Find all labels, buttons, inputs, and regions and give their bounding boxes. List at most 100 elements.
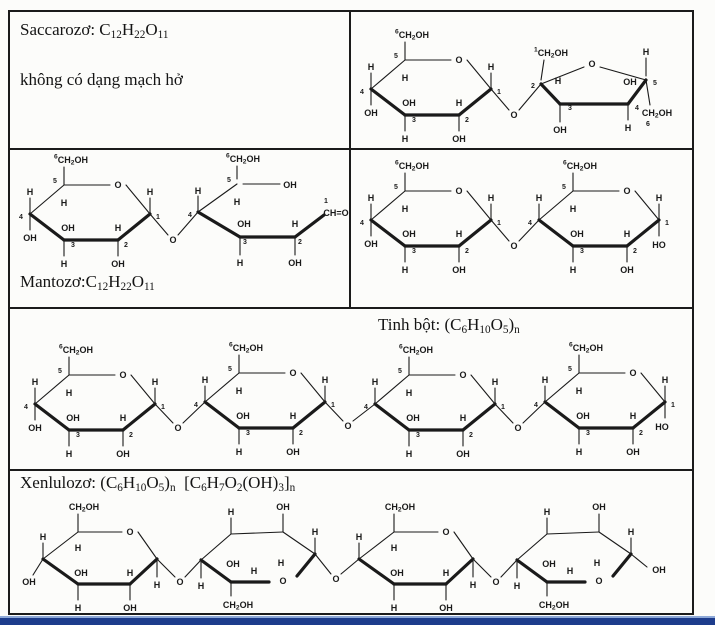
- svg-text:H: H: [292, 219, 299, 229]
- svg-text:H: H: [656, 193, 663, 203]
- svg-text:4: 4: [528, 220, 532, 227]
- svg-text:OH: OH: [620, 265, 634, 275]
- bottom-bar-highlight: [0, 616, 715, 618]
- svg-text:O: O: [492, 577, 499, 587]
- svg-text:OH: OH: [623, 77, 637, 87]
- svg-text:HO: HO: [652, 240, 666, 250]
- svg-text:O: O: [510, 110, 517, 120]
- svg-text:OH: OH: [74, 568, 88, 578]
- svg-text:H: H: [152, 377, 159, 387]
- column-divider-line: [349, 12, 351, 307]
- svg-text:3: 3: [71, 242, 75, 249]
- svg-text:OH: OH: [236, 411, 250, 421]
- svg-text:5: 5: [58, 368, 62, 375]
- bottom-bar: [0, 618, 715, 625]
- xenlulozo-formula-title: Xenlulozơ: (C6H10O5)n [C6H7O2(OH)3]n: [20, 473, 296, 495]
- svg-text:H: H: [61, 198, 68, 208]
- svg-text:6CH2OH: 6CH2OH: [59, 343, 93, 356]
- svg-text:OH: OH: [286, 447, 300, 457]
- svg-text:1: 1: [324, 198, 328, 205]
- svg-text:H: H: [630, 411, 637, 421]
- svg-text:O: O: [344, 421, 351, 431]
- svg-text:O: O: [279, 576, 286, 586]
- svg-text:O: O: [514, 423, 521, 433]
- svg-text:2: 2: [639, 430, 643, 437]
- svg-text:6CH2OH: 6CH2OH: [395, 28, 429, 41]
- svg-text:OH: OH: [61, 223, 75, 233]
- svg-text:4: 4: [188, 212, 192, 219]
- starch-polymer-diagram: O6CH2OH5HH4OHOH3HH2OHH1OO6CH2OH5HH4OH3HH…: [24, 341, 675, 459]
- svg-text:5: 5: [227, 177, 231, 184]
- svg-text:OH: OH: [237, 219, 251, 229]
- svg-text:H: H: [470, 580, 477, 590]
- svg-text:4: 4: [534, 402, 538, 409]
- svg-text:6CH2OH: 6CH2OH: [54, 153, 88, 166]
- svg-text:1: 1: [501, 404, 505, 411]
- svg-text:H: H: [322, 375, 329, 385]
- svg-text:2: 2: [531, 83, 535, 90]
- svg-text:H: H: [40, 532, 47, 542]
- svg-text:5: 5: [653, 80, 657, 87]
- svg-text:H: H: [570, 265, 577, 275]
- svg-text:CH=O: CH=O: [323, 208, 348, 218]
- svg-text:3: 3: [243, 239, 247, 246]
- svg-text:O: O: [455, 55, 462, 65]
- svg-text:H: H: [402, 134, 409, 144]
- svg-text:1: 1: [331, 402, 335, 409]
- svg-text:H: H: [115, 223, 122, 233]
- svg-text:H: H: [237, 258, 244, 268]
- svg-text:1: 1: [665, 220, 669, 227]
- svg-text:2: 2: [465, 117, 469, 124]
- svg-text:H: H: [555, 76, 562, 86]
- svg-text:CH2OH: CH2OH: [385, 502, 415, 513]
- svg-text:4: 4: [24, 404, 28, 411]
- svg-text:H: H: [228, 507, 235, 517]
- svg-text:OH: OH: [276, 502, 290, 512]
- svg-text:H: H: [66, 388, 73, 398]
- svg-text:OH: OH: [576, 411, 590, 421]
- svg-text:3: 3: [586, 430, 590, 437]
- svg-text:OH: OH: [390, 568, 404, 578]
- svg-text:H: H: [372, 377, 379, 387]
- svg-text:OH: OH: [364, 239, 378, 249]
- svg-text:H: H: [628, 527, 635, 537]
- svg-text:H: H: [643, 47, 650, 57]
- svg-text:OH: OH: [22, 577, 36, 587]
- svg-text:H: H: [456, 229, 463, 239]
- row-divider-2: [10, 307, 692, 309]
- svg-text:5: 5: [394, 53, 398, 60]
- svg-text:O: O: [126, 527, 133, 537]
- svg-text:4: 4: [364, 404, 368, 411]
- svg-text:OH: OH: [626, 447, 640, 457]
- mantozo-formula-title: Mantozơ:C12H22O11: [20, 272, 155, 294]
- tinhbot-formula-title: Tinh bột: (C6H10O5)n: [378, 315, 520, 337]
- svg-text:H: H: [391, 543, 398, 553]
- svg-text:OH: OH: [452, 134, 466, 144]
- svg-text:H: H: [542, 375, 549, 385]
- svg-text:O: O: [289, 368, 296, 378]
- svg-text:H: H: [290, 411, 297, 421]
- svg-text:H: H: [234, 197, 241, 207]
- svg-text:H: H: [624, 229, 631, 239]
- svg-text:4: 4: [635, 105, 639, 112]
- svg-text:H: H: [147, 187, 154, 197]
- svg-text:OH: OH: [570, 229, 584, 239]
- svg-text:2: 2: [469, 432, 473, 439]
- svg-text:O: O: [510, 241, 517, 251]
- svg-text:H: H: [236, 447, 243, 457]
- svg-text:H: H: [576, 447, 583, 457]
- svg-text:O: O: [459, 370, 466, 380]
- svg-text:H: H: [66, 449, 73, 459]
- svg-text:H: H: [198, 581, 205, 591]
- svg-text:5: 5: [562, 184, 566, 191]
- svg-text:HO: HO: [655, 422, 669, 432]
- svg-text:O: O: [176, 577, 183, 587]
- svg-text:H: H: [27, 187, 34, 197]
- svg-text:OH: OH: [116, 449, 130, 459]
- svg-text:OH: OH: [364, 108, 378, 118]
- svg-text:H: H: [402, 73, 409, 83]
